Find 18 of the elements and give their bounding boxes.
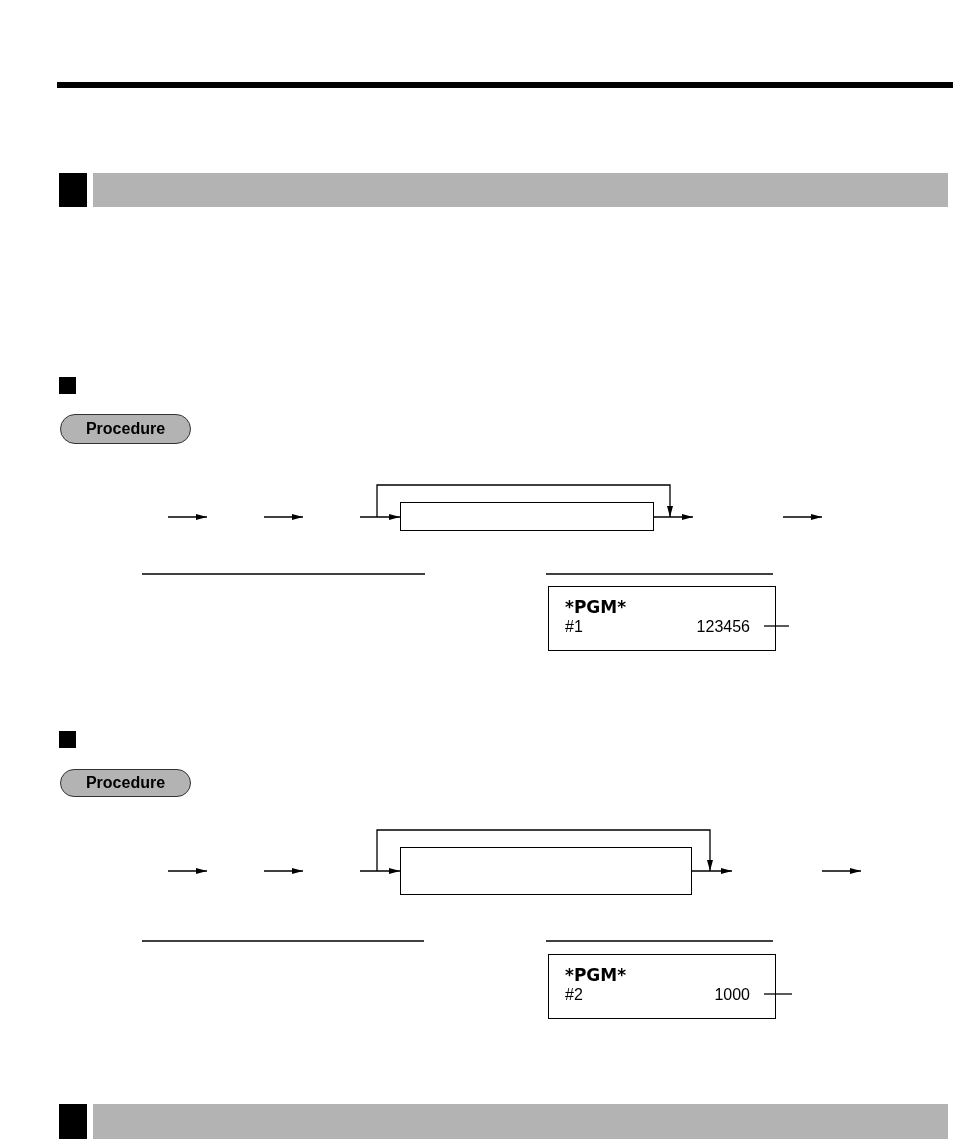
receipt-line-number: #2 <box>565 985 583 1005</box>
procedure-tag: Procedure <box>60 769 191 797</box>
arrow <box>653 514 694 520</box>
arrow <box>359 514 401 520</box>
arrow <box>359 868 401 874</box>
leader-line <box>763 993 793 995</box>
receipt-printout <box>548 954 776 1019</box>
receipt-amount: 123456 <box>696 617 750 637</box>
arrow <box>691 868 733 874</box>
leader-line <box>763 625 790 627</box>
receipt-title: *PGM* <box>565 597 627 617</box>
process-box <box>400 847 692 895</box>
receipt-amount: 1000 <box>714 985 750 1005</box>
receipt-line-number: #1 <box>565 617 583 637</box>
procedure-tag: Procedure <box>60 414 191 444</box>
process-box <box>400 502 654 531</box>
receipt-title: *PGM* <box>565 965 627 985</box>
receipt-printout <box>548 586 776 651</box>
